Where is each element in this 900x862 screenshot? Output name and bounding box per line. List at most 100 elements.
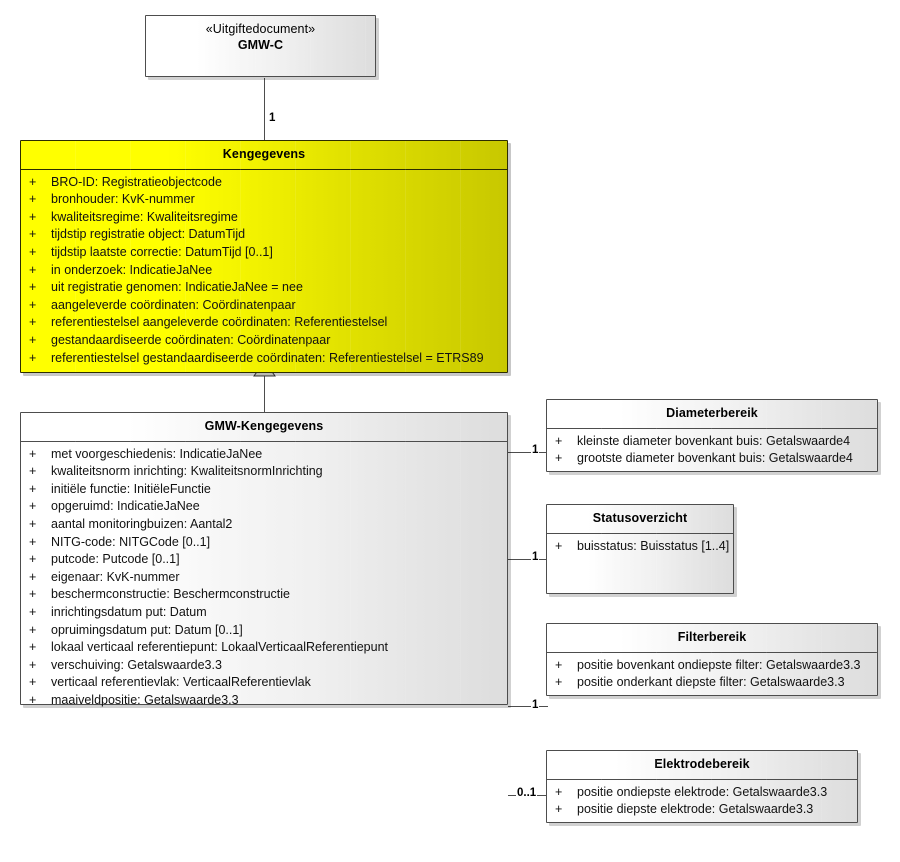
- attribute-signature: uit registratie genomen: IndicatieJaNee …: [51, 280, 303, 295]
- attribute-row: + referentiestelsel gestandaardiseerde c…: [27, 350, 501, 368]
- attribute-visibility: +: [29, 499, 37, 514]
- attribute-visibility: +: [29, 332, 37, 347]
- attribute-row: + BRO-ID: Registratieobjectcode: [27, 174, 501, 192]
- attribute-visibility: +: [29, 280, 37, 295]
- attribute-signature: verschuiving: Getalswaarde3.3: [51, 657, 222, 672]
- attribute-row: + uit registratie genomen: IndicatieJaNe…: [27, 279, 501, 297]
- attribute-row: + aangeleverde coördinaten: Coördinatenp…: [27, 297, 501, 315]
- class-statusoverzicht[interactable]: Statusoverzicht + buisstatus: Buisstatus…: [546, 504, 734, 594]
- attribute-row: + maaiveldpositie: Getalswaarde3.3: [27, 692, 501, 710]
- attribute-signature: NITG-code: NITGCode [0..1]: [51, 534, 211, 549]
- attribute-signature: inrichtingsdatum put: Datum: [51, 604, 207, 619]
- attribute-row: + met voorgeschiedenis: IndicatieJaNee: [27, 446, 501, 464]
- connector-gmwkengegevens-filterbereik: [508, 706, 548, 707]
- attribute-visibility: +: [29, 481, 37, 496]
- attribute-signature: tijdstip registratie object: DatumTijd: [51, 227, 246, 242]
- attribute-row: + positie bovenkant ondiepste filter: Ge…: [553, 657, 871, 675]
- attribute-visibility: +: [29, 315, 37, 330]
- attribute-row: + positie diepste elektrode: Getalswaard…: [553, 801, 851, 819]
- class-statusoverzicht-name: Statusoverzicht: [592, 511, 688, 525]
- attribute-signature: positie ondiepste elektrode: Getalswaard…: [577, 784, 828, 799]
- attribute-visibility: +: [29, 174, 37, 189]
- attribute-visibility: +: [29, 464, 37, 479]
- attribute-visibility: +: [555, 433, 563, 448]
- attribute-signature: kleinste diameter bovenkant buis: Getals…: [577, 433, 851, 448]
- class-gmw-c-stereotype: «Uitgiftedocument»: [205, 22, 316, 36]
- attribute-signature: in onderzoek: IndicatieJaNee: [51, 262, 213, 277]
- class-statusoverzicht-header: Statusoverzicht: [547, 505, 733, 534]
- attribute-row: + buisstatus: Buisstatus [1..4]: [553, 538, 730, 556]
- attribute-row: + beschermconstructie: Beschermconstruct…: [27, 586, 501, 604]
- attribute-visibility: +: [29, 604, 37, 619]
- class-gmw-kengegevens[interactable]: GMW-Kengegevens + met voorgeschiedenis: …: [20, 412, 508, 707]
- attribute-row: + inrichtingsdatum put: Datum: [27, 604, 501, 622]
- attribute-signature: positie diepste elektrode: Getalswaarde3…: [577, 802, 814, 817]
- attribute-visibility: +: [555, 657, 563, 672]
- attribute-row: + gestandaardiseerde coördinaten: Coördi…: [27, 332, 501, 350]
- attribute-signature: initiële functie: InitiëleFunctie: [51, 481, 211, 496]
- attribute-signature: aangeleverde coördinaten: Coördinatenpaa…: [51, 297, 296, 312]
- attribute-row: + NITG-code: NITGCode [0..1]: [27, 534, 501, 552]
- attribute-row: + in onderzoek: IndicatieJaNee: [27, 262, 501, 280]
- attribute-visibility: +: [555, 538, 563, 553]
- attribute-visibility: +: [29, 517, 37, 531]
- attribute-visibility: +: [29, 245, 37, 259]
- class-gmw-c-name: GMW-C: [237, 37, 284, 52]
- attribute-visibility: +: [555, 451, 563, 466]
- connector-gmwkengegevens-diameterbereik: [508, 452, 548, 453]
- attribute-row: + grootste diameter bovenkant buis: Geta…: [553, 450, 871, 468]
- class-elektrodebereik-name: Elektrodebereik: [654, 757, 750, 771]
- attribute-row: + eigenaar: KvK-nummer: [27, 569, 501, 587]
- attribute-visibility: +: [29, 297, 37, 312]
- attribute-row: + tijdstip registratie object: DatumTijd: [27, 226, 501, 244]
- attribute-signature: maaiveldpositie: Getalswaarde3.3: [51, 692, 239, 707]
- attribute-row: + positie onderkant diepste filter: Geta…: [553, 674, 871, 692]
- attribute-row: + aantal monitoringbuizen: Aantal2: [27, 516, 501, 534]
- class-gmw-kengegevens-name: GMW-Kengegevens: [204, 419, 324, 433]
- attribute-row: + verticaal referentievlak: VerticaalRef…: [27, 674, 501, 692]
- attribute-visibility: +: [29, 587, 37, 602]
- class-gmw-c-header: «Uitgiftedocument» GMW-C: [146, 16, 375, 59]
- attribute-visibility: +: [555, 784, 563, 799]
- attribute-row: + kwaliteitsnorm inrichting: Kwaliteitsn…: [27, 463, 501, 481]
- class-diameterbereik-name: Diameterbereik: [666, 406, 758, 420]
- attribute-signature: met voorgeschiedenis: IndicatieJaNee: [51, 446, 263, 461]
- class-filterbereik[interactable]: Filterbereik + positie bovenkant ondieps…: [546, 623, 878, 696]
- class-gmw-kengegevens-header: GMW-Kengegevens: [21, 413, 507, 442]
- class-gmw-c[interactable]: «Uitgiftedocument» GMW-C: [145, 15, 376, 77]
- class-diameterbereik[interactable]: Diameterbereik + kleinste diameter boven…: [546, 399, 878, 472]
- attribute-signature: beschermconstructie: Beschermconstructie: [51, 587, 290, 602]
- class-kengegevens-name: Kengegevens: [222, 147, 306, 161]
- multiplicity-elektrodebereik: 0..1: [516, 787, 538, 800]
- attribute-visibility: +: [29, 675, 37, 690]
- attribute-row: + bronhouder: KvK-nummer: [27, 191, 501, 209]
- attribute-visibility: +: [29, 622, 37, 637]
- attribute-row: + putcode: Putcode [0..1]: [27, 551, 501, 569]
- class-kengegevens[interactable]: Kengegevens + BRO-ID: Registratieobjectc…: [20, 140, 508, 373]
- attribute-signature: lokaal verticaal referentiepunt: LokaalV…: [51, 640, 389, 655]
- class-diameterbereik-attributes: + kleinste diameter bovenkant buis: Geta…: [547, 429, 877, 474]
- attribute-visibility: +: [555, 802, 563, 817]
- attribute-row: + referentiestelsel aangeleverde coördin…: [27, 314, 501, 332]
- attribute-signature: gestandaardiseerde coördinaten: Coördina…: [51, 332, 331, 347]
- attribute-signature: opruimingsdatum put: Datum [0..1]: [51, 622, 243, 637]
- connector-generalization-line: [264, 374, 265, 412]
- attribute-visibility: +: [29, 640, 37, 655]
- class-statusoverzicht-attributes: + buisstatus: Buisstatus [1..4]: [547, 534, 733, 562]
- multiplicity-filterbereik: 1: [531, 699, 540, 712]
- attribute-signature: referentiestelsel aangeleverde coördinat…: [51, 315, 388, 330]
- attribute-row: + lokaal verticaal referentiepunt: Lokaa…: [27, 639, 501, 657]
- attribute-visibility: +: [29, 534, 37, 549]
- attribute-signature: grootste diameter bovenkant buis: Getals…: [577, 451, 853, 466]
- attribute-row: + positie ondiepste elektrode: Getalswaa…: [553, 784, 851, 802]
- attribute-signature: buisstatus: Buisstatus [1..4]: [577, 538, 730, 553]
- attribute-visibility: +: [29, 552, 37, 567]
- attribute-visibility: +: [29, 692, 37, 707]
- class-filterbereik-header: Filterbereik: [547, 624, 877, 653]
- class-elektrodebereik[interactable]: Elektrodebereik + positie ondiepste elek…: [546, 750, 858, 823]
- connector-gmwc-kengegevens: [264, 78, 265, 140]
- multiplicity-gmwc-kengegevens: 1: [268, 112, 277, 125]
- class-gmw-kengegevens-attributes: + met voorgeschiedenis: IndicatieJaNee +…: [21, 442, 507, 716]
- class-elektrodebereik-attributes: + positie ondiepste elektrode: Getalswaa…: [547, 780, 857, 825]
